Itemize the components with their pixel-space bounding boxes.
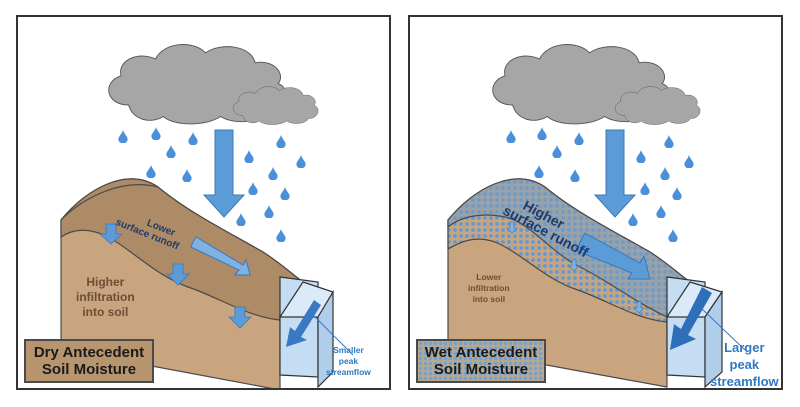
streamflow-leader-line <box>699 306 746 351</box>
wet-diagram <box>447 43 746 388</box>
dry-diagram <box>60 43 354 388</box>
runoff-arrow-icon <box>576 232 651 280</box>
streamflow-arrow-icon <box>670 287 712 350</box>
title-line2: Soil Moisture <box>41 361 137 378</box>
rain-arrow-icon <box>593 129 637 218</box>
streamflow-line1: Larger <box>724 340 765 355</box>
infiltration-arrows <box>98 223 252 329</box>
wet-title-box: Wet Antecedent Soil Moisture <box>416 339 546 383</box>
title-line2: Soil Moisture <box>433 361 529 378</box>
streamflow-line1: Smaller <box>333 345 364 355</box>
cloud-small-icon <box>614 86 701 125</box>
infiltration-line3: into soil <box>82 305 129 319</box>
dry-title-box: Dry Antecedent Soil Moisture <box>24 339 154 383</box>
infiltration-line1: Higher <box>86 275 125 289</box>
streamflow-label: Smaller peak streamflow <box>326 345 371 378</box>
infiltration-line2: infiltration <box>76 290 135 304</box>
streamflow-leader-line <box>310 312 354 356</box>
streamflow-line2: peak <box>729 357 760 372</box>
infiltration-label: Lower infiltration into soil <box>468 272 510 305</box>
streamflow-label: Larger peak streamflow <box>710 339 779 389</box>
streamflow-arrow-icon <box>286 300 321 347</box>
title-line1: Wet Antecedent <box>424 344 538 361</box>
streamflow-line3: streamflow <box>326 367 371 377</box>
wet-panel: Higher surface runoff Lower infiltration… <box>408 15 783 390</box>
runoff-arrow-icon <box>190 236 251 276</box>
dry-panel: Lower surface runoff Higher infiltration… <box>16 15 391 390</box>
title-line1: Dry Antecedent <box>33 344 145 361</box>
rain-arrow-icon <box>202 129 246 218</box>
cloud-small-icon <box>232 86 319 125</box>
infiltration-arrows <box>506 221 645 314</box>
infiltration-label: Higher infiltration into soil <box>76 275 135 320</box>
streamflow-line2: peak <box>338 356 359 366</box>
infiltration-line3: into soil <box>472 294 506 304</box>
infiltration-line1: Lower <box>476 272 502 282</box>
infiltration-line2: infiltration <box>468 283 510 293</box>
streamflow-line3: streamflow <box>710 374 779 389</box>
